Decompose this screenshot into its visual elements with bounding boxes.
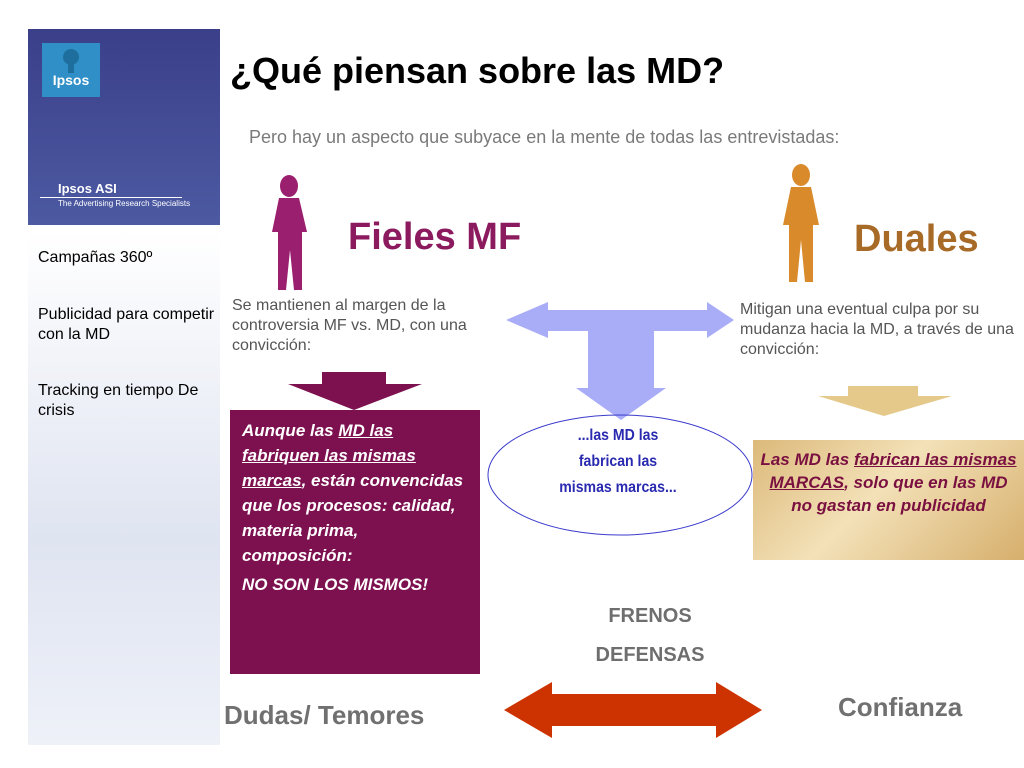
sidebar-item-campanas[interactable]: Campañas 360º [38,249,153,266]
label-confianza: Confianza [838,692,963,722]
box-left-emphasis: NO SON LOS MISMOS! [242,575,429,594]
sidebar-nav [28,230,220,745]
logo-mark-icon [63,49,79,73]
logo-text: Ipsos [52,72,90,88]
arrow-down-right-icon [818,386,952,416]
person-left-icon [272,175,307,290]
oval-text: ...las MD las fabrican las mismas marcas… [559,427,677,496]
label-duales: Duales [854,218,979,260]
label-fieles-mf: Fieles MF [348,216,522,258]
sidebar-item-tracking[interactable]: Tracking en tiempo De crisis [38,382,199,419]
box-duales-conviction: Las MD las fabrican las mismas MARCAS, s… [753,440,1024,560]
description-left: Se mantienen al margen de la controversi… [232,297,467,354]
arrow-double-red-icon [504,682,762,738]
box-left-paragraph: Aunque las MD las fabriquen las mismas m… [242,421,464,565]
box-fieles-conviction: Aunque las MD las fabriquen las mismas m… [230,410,480,674]
division-tagline: The Advertising Research Specialists [58,199,191,208]
arrow-three-way-icon [506,302,734,420]
slide-subtitle: Pero hay un aspecto que subyace en la me… [249,127,840,147]
divider [40,197,182,198]
sidebar-item-publicidad[interactable]: Publicidad para competir con la MD [38,306,215,343]
label-frenos: FRENOS [608,605,692,627]
label-dudas-temores: Dudas/ Temores [224,700,425,730]
description-right: Mitigan una eventual culpa por su mudanz… [740,301,1014,358]
division-name: Ipsos ASI [58,181,117,196]
oval-callout [487,414,753,536]
slide-title: ¿Qué piensan sobre las MD? [230,50,725,91]
label-defensas: DEFENSAS [595,644,705,666]
arrow-down-left-icon [288,372,422,410]
person-right-icon [783,164,819,282]
ipsos-logo [42,43,100,97]
